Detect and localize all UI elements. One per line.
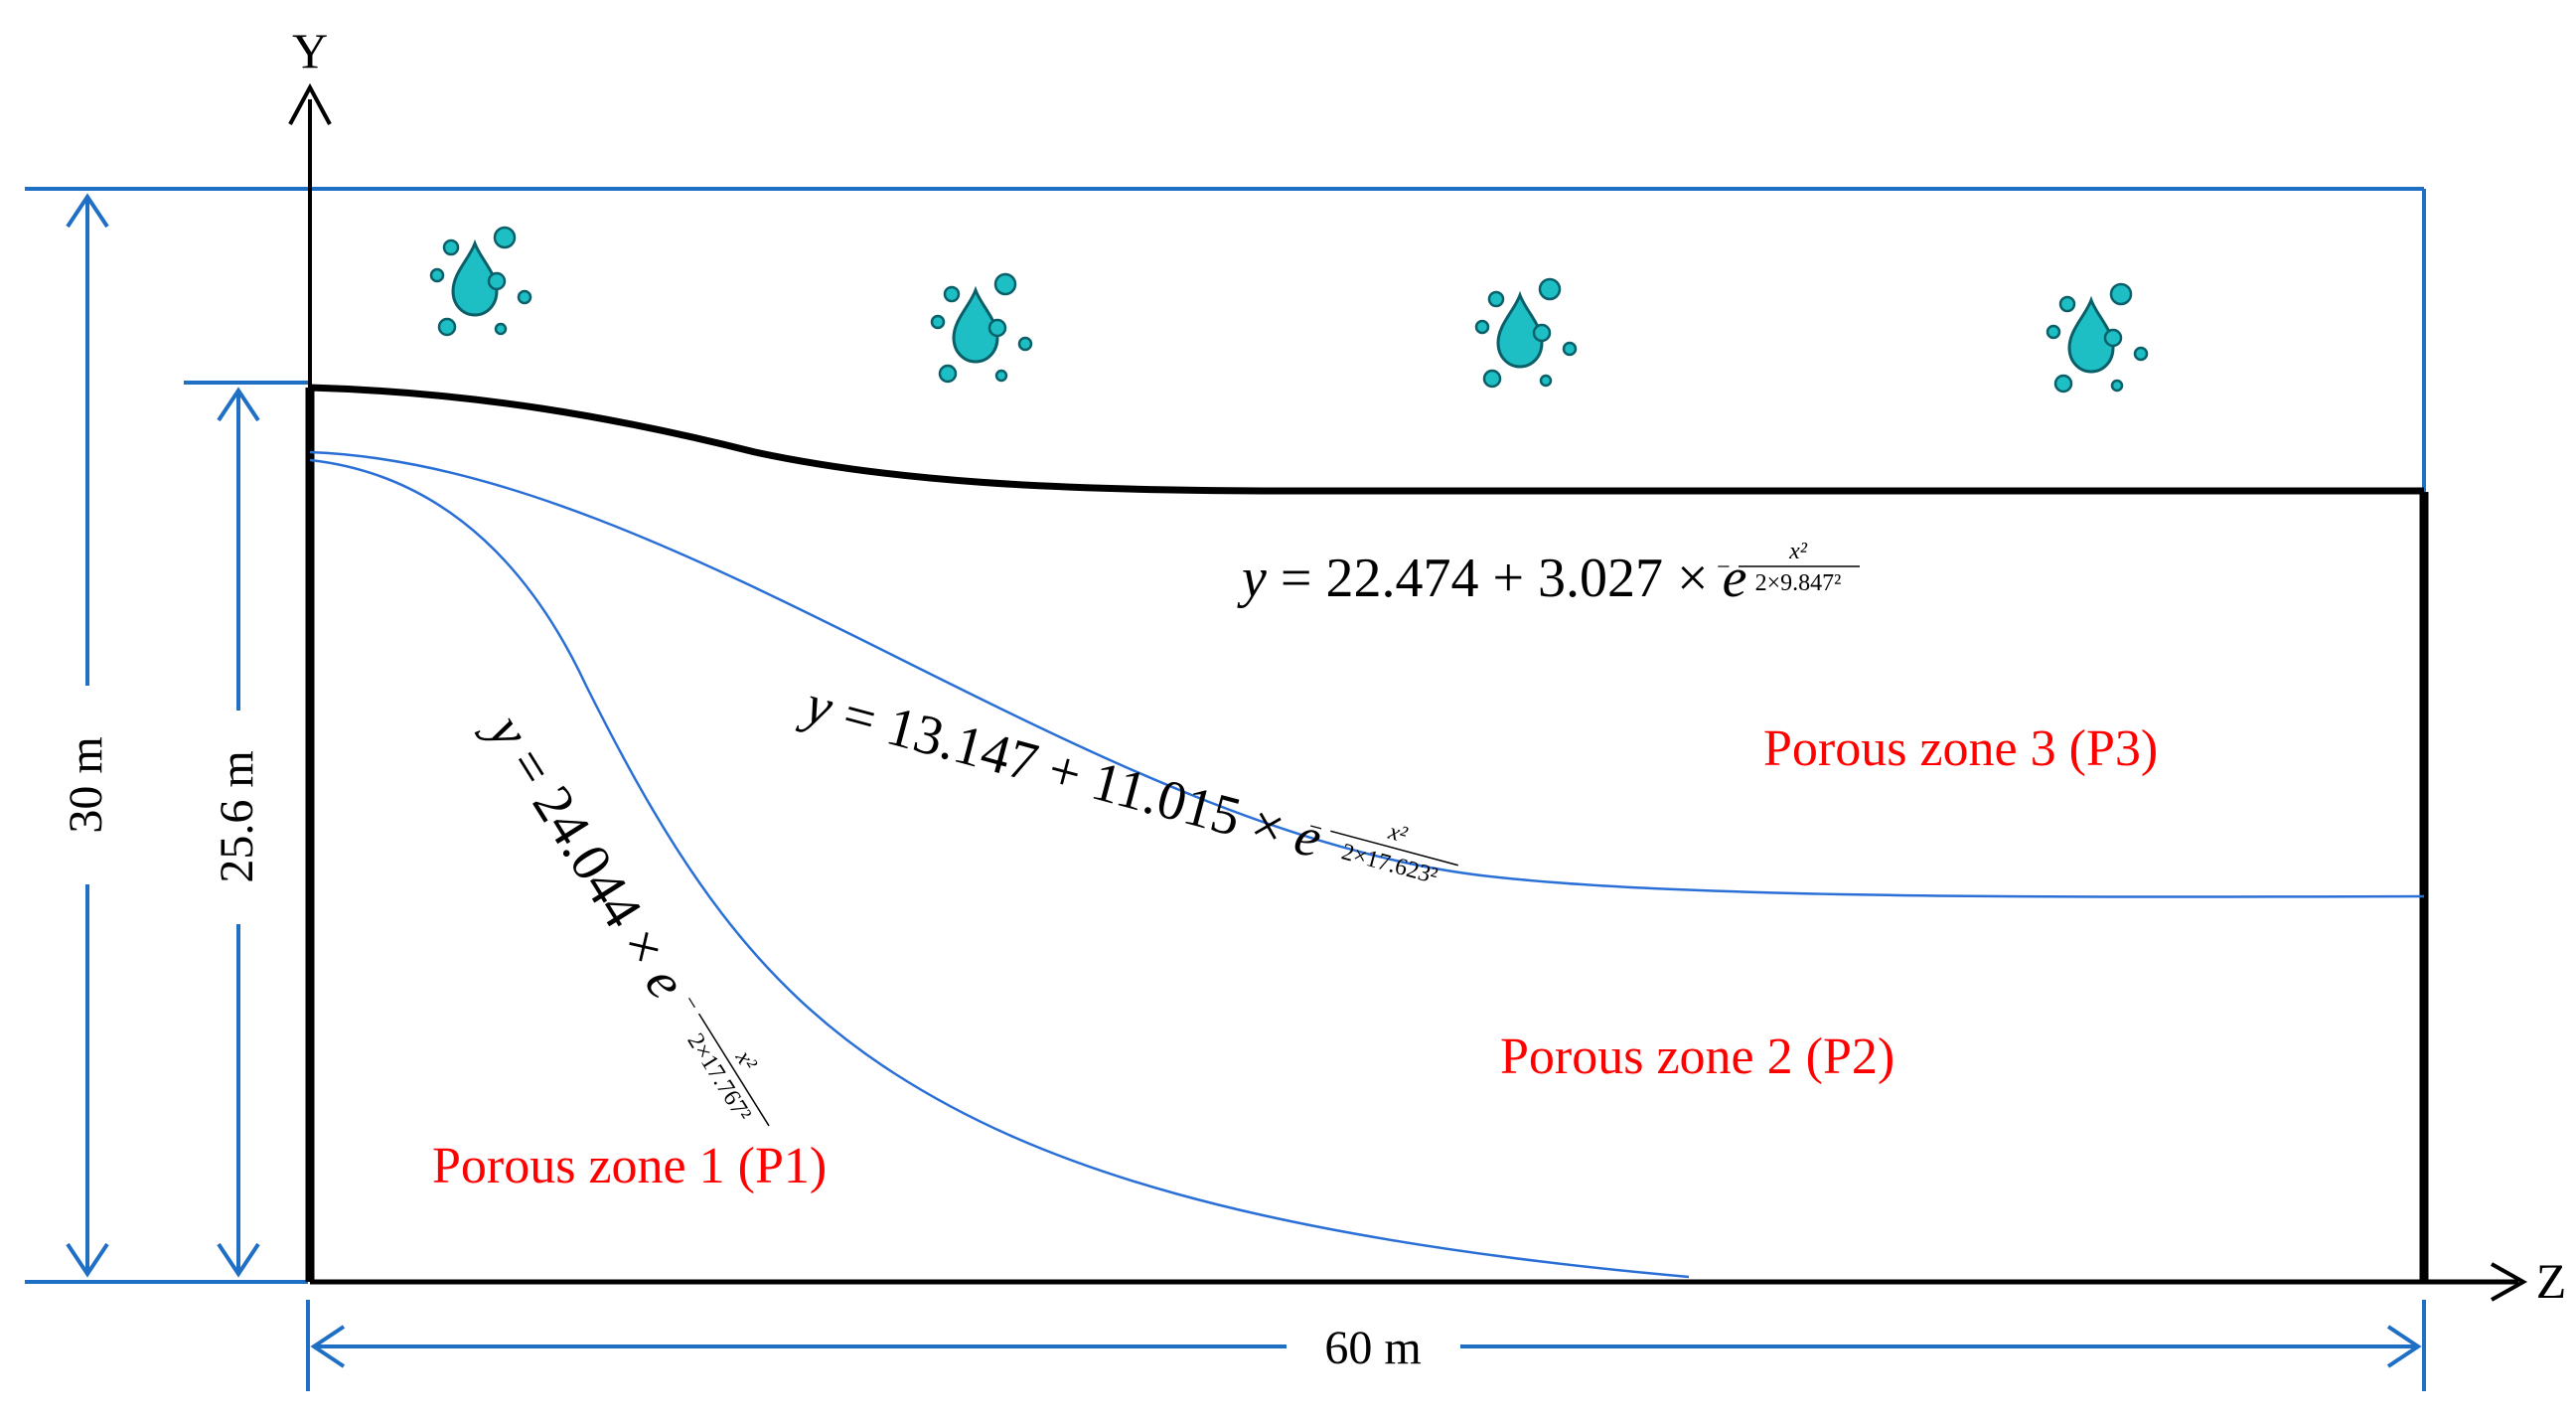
equation-top-body: = 22.474 + 3.027 × bbox=[1267, 548, 1723, 609]
y-axis-label: Y bbox=[292, 23, 328, 79]
svg-text:y = 24.044 × e: y = 24.044 × e bbox=[473, 701, 697, 1010]
svg-text:y = 22.474 + 3.027 × e: y = 22.474 + 3.027 × e bbox=[1237, 548, 1746, 609]
top-surface-curve bbox=[309, 384, 2424, 495]
equation-top: y = 22.474 + 3.027 × e − x² 2×9.847² bbox=[1237, 539, 1860, 609]
zone-label-p3: Porous zone 3 (P3) bbox=[1763, 720, 2158, 777]
interface-curve-p1-p2 bbox=[309, 458, 1690, 1279]
z-axis-label: Z bbox=[2536, 1253, 2567, 1309]
equation-top-e: e bbox=[1723, 548, 1747, 609]
width-label: 60 m bbox=[1324, 1322, 1421, 1374]
equation-middle: y = 13.147 + 11.015 × e − x² 2×17.623² bbox=[795, 672, 1458, 889]
z-axis: Z bbox=[310, 1253, 2566, 1309]
inner-height-label: 25.6 m bbox=[211, 750, 263, 882]
equation-top-exp-sign: − bbox=[1717, 554, 1731, 580]
equation-bottom-exp-sign: − bbox=[677, 991, 705, 1016]
equation-bottom-exp-den: 2×17.767² bbox=[682, 1029, 755, 1127]
equation-top-exp-num: x² bbox=[1788, 539, 1808, 564]
zone-label-p1: Porous zone 1 (P1) bbox=[432, 1138, 827, 1194]
equation-top-var: y bbox=[1237, 548, 1267, 609]
outer-height-label: 30 m bbox=[60, 736, 112, 833]
equation-bottom-body: = 24.044 × bbox=[489, 725, 684, 989]
water-drop-icon bbox=[2046, 282, 2149, 394]
equation-middle-body: = 13.147 + 11.015 × bbox=[824, 680, 1304, 864]
water-drop-icon bbox=[930, 272, 1033, 384]
equation-middle-exp-sign: − bbox=[1305, 814, 1325, 843]
water-drop-icon bbox=[1474, 277, 1578, 389]
equation-top-exp-den: 2×9.847² bbox=[1755, 570, 1842, 596]
inner-height-dimension: 25.6 m bbox=[211, 387, 263, 1278]
interface-curve-p2-p3 bbox=[309, 450, 2425, 898]
equation-middle-exp-num: x² bbox=[1385, 819, 1411, 849]
zone-label-p2: Porous zone 2 (P2) bbox=[1500, 1028, 1894, 1085]
outer-height-dimension: 30 m bbox=[60, 193, 112, 1278]
water-drop-icon bbox=[429, 226, 532, 337]
width-dimension: 60 m bbox=[306, 1300, 2426, 1391]
svg-text:y = 13.147 + 11.015 × e: y = 13.147 + 11.015 × e bbox=[795, 672, 1328, 869]
equation-bottom: y = 24.044 × e − x² 2×17.767² bbox=[473, 701, 770, 1127]
